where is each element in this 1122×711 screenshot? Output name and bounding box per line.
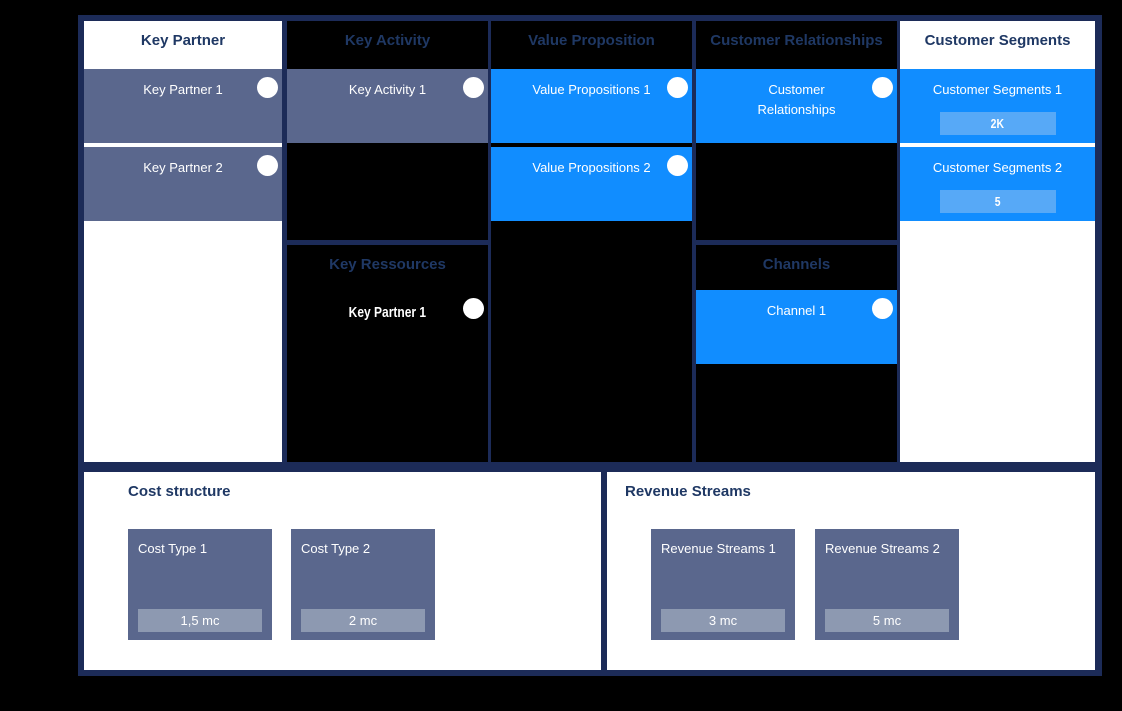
section-customer-segments: Customer Segments Customer Segments 1 2K… (900, 21, 1095, 462)
card-label: Revenue Streams 2 (825, 541, 940, 556)
selection-circle-icon[interactable] (872, 77, 893, 98)
selection-circle-icon[interactable] (257, 77, 278, 98)
section-title-key-activity: Key Activity (344, 32, 431, 49)
section-title-key-ressources: Key Ressources (329, 256, 446, 273)
selection-circle-icon[interactable] (463, 77, 484, 98)
section-title-cost-structure: Cost structure (128, 483, 231, 500)
value-chip: 1,5 mc (138, 609, 262, 632)
card-label: Cost Type 2 (301, 541, 371, 556)
section-key-partner: Key Partner Key Partner 1 Key Partner 2 (84, 21, 282, 462)
section-title-customer-segments: Customer Segments (924, 32, 1071, 49)
card-revenue-streams-1[interactable]: Revenue Streams 1 3 mc (651, 529, 795, 640)
card-cost-type-1[interactable]: Cost Type 1 1,5 mc (128, 529, 272, 640)
selection-circle-icon[interactable] (872, 298, 893, 319)
card-value-proposition-1[interactable]: Value Propositions 1 (491, 69, 692, 143)
card-customer-segments-2[interactable]: Customer Segments 2 5 (900, 147, 1095, 221)
card-channel-1[interactable]: Channel 1 (696, 290, 897, 364)
card-label: Cost Type 1 (138, 541, 208, 556)
section-key-ressources: Key Ressources Key Partner 1 (287, 245, 488, 462)
canvas-grid: Key Partner Key Partner 1 Key Partner 2 … (78, 15, 1102, 676)
card-value-proposition-2[interactable]: Value Propositions 2 (491, 147, 692, 221)
section-title-channels: Channels (762, 256, 831, 273)
card-label: Customer Segments 2 (932, 160, 1063, 175)
card-label: Key Partner 1 (143, 82, 223, 97)
value-chip: 2 mc (301, 609, 425, 632)
card-customer-relationships-1[interactable]: Customer Relationships (696, 69, 897, 143)
card-label: Value Propositions 2 (532, 160, 651, 175)
selection-circle-icon[interactable] (463, 298, 484, 319)
card-label: Key Activity 1 (348, 82, 427, 97)
selection-circle-icon[interactable] (257, 155, 278, 176)
card-label: Channel 1 (766, 303, 827, 318)
card-cost-type-2[interactable]: Cost Type 2 2 mc (291, 529, 435, 640)
value-chip: 3 mc (661, 609, 785, 632)
section-customer-relationships: Customer Relationships Customer Relation… (696, 21, 897, 240)
selection-circle-icon[interactable] (667, 155, 688, 176)
value-chip: 2K (939, 112, 1056, 135)
section-cost-structure: Cost structure Cost Type 1 1,5 mc Cost T… (84, 472, 601, 670)
card-key-activity-1[interactable]: Key Activity 1 (287, 69, 488, 143)
card-label: Key Partner 1 (348, 304, 427, 321)
card-label: Customer Segments 1 (932, 82, 1063, 97)
section-title-customer-relationships: Customer Relationships (710, 32, 883, 49)
selection-circle-icon[interactable] (667, 77, 688, 98)
section-title-key-partner: Key Partner (140, 32, 226, 49)
card-label: Value Propositions 1 (532, 82, 651, 97)
card-key-partner-1[interactable]: Key Partner 1 (84, 69, 282, 143)
section-key-activity: Key Activity Key Activity 1 (287, 21, 488, 240)
section-revenue-streams: Revenue Streams Revenue Streams 1 3 mc R… (607, 472, 1095, 670)
section-channels: Channels Channel 1 (696, 245, 897, 462)
card-key-ressources-1[interactable]: Key Partner 1 (287, 290, 488, 364)
section-title-value-proposition: Value Proposition (528, 32, 655, 49)
card-label: Customer Relationships (757, 82, 836, 117)
card-label: Revenue Streams 1 (661, 541, 776, 556)
card-label: Key Partner 2 (143, 160, 223, 175)
value-chip: 5 mc (825, 609, 949, 632)
value-chip: 5 (939, 190, 1056, 213)
section-value-proposition: Value Proposition Value Propositions 1 V… (491, 21, 692, 462)
section-title-revenue-streams: Revenue Streams (625, 483, 751, 500)
card-key-partner-2[interactable]: Key Partner 2 (84, 147, 282, 221)
card-customer-segments-1[interactable]: Customer Segments 1 2K (900, 69, 1095, 143)
card-revenue-streams-2[interactable]: Revenue Streams 2 5 mc (815, 529, 959, 640)
